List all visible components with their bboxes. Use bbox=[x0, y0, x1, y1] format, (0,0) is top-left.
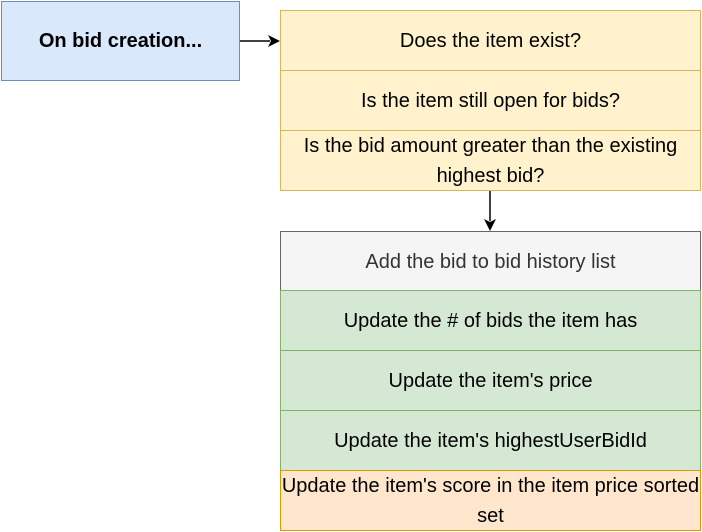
arrow-checks-to-actions bbox=[484, 191, 496, 231]
check-item-exists: Does the item exist? bbox=[280, 10, 701, 71]
action-update-highest-user: Update the item's highestUserBidId bbox=[280, 410, 701, 471]
check-bid-amount: Is the bid amount greater than the exist… bbox=[280, 130, 701, 191]
action-update-price: Update the item's price bbox=[280, 350, 701, 411]
start-node: On bid creation... bbox=[1, 1, 240, 81]
arrow-start-to-checks bbox=[240, 35, 280, 47]
action-add-bid-history: Add the bid to bid history list bbox=[280, 231, 701, 292]
action-update-score: Update the item's score in the item pric… bbox=[280, 470, 701, 531]
action-update-bid-count: Update the # of bids the item has bbox=[280, 290, 701, 351]
check-item-open: Is the item still open for bids? bbox=[280, 70, 701, 131]
